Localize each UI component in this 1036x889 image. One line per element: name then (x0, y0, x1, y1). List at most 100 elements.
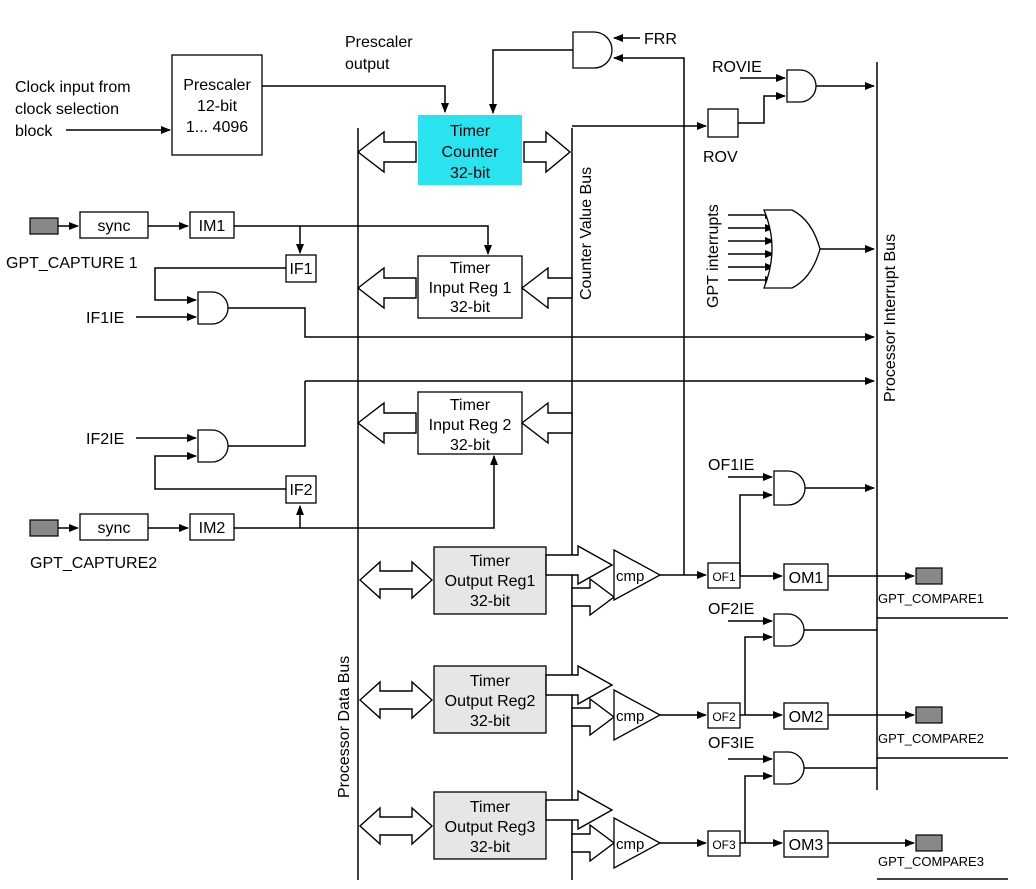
of2-box (707, 702, 741, 729)
om1-box (783, 563, 829, 591)
output-reg3-subtitle: Output Reg3 (445, 819, 536, 836)
rov-label: ROV (703, 149, 738, 166)
of3ie-label: OF3IE (708, 735, 754, 752)
prescaler-title: Prescaler (183, 77, 251, 94)
gpt-capture2-pin (29, 519, 59, 537)
gpt-capture2-label: GPT_CAPTURE2 (30, 555, 157, 572)
svg-text:Prescaler: Prescaler (345, 34, 413, 51)
cmp3-comparator (613, 816, 662, 870)
if1-and-gate (197, 291, 229, 325)
output-reg2-block (433, 665, 547, 734)
output-reg3-bidir-arrow (358, 806, 434, 846)
input-reg1-title: Timer (450, 260, 491, 277)
timer-counter-subtitle: Counter (442, 144, 500, 161)
output-reg3-block (433, 791, 547, 860)
output-reg3-to-cmp-arrow (545, 789, 614, 831)
rovie-label: ROVIE (712, 59, 762, 76)
of3-label: OF3 (712, 838, 736, 852)
output-reg1-subtitle: Output Reg1 (445, 573, 536, 590)
prescaler-output-label: Prescaler output (345, 34, 413, 73)
input-reg1-block (417, 255, 523, 319)
if2-box (285, 475, 317, 504)
of1-and-gate (773, 470, 806, 506)
of2-label: OF2 (712, 710, 736, 724)
output-reg1-to-cmp-arrow (545, 544, 614, 586)
timer-counter-bits: 32-bit (450, 165, 491, 182)
value-bus-to-cmp2-arrow (571, 697, 616, 737)
timer-counter-block (418, 115, 522, 185)
prescaler-range: 1... 4096 (186, 119, 248, 136)
counter-to-value-bus-arrow (523, 130, 572, 174)
im2-to-input-reg2 (234, 455, 498, 529)
gpt-compare1-pin (915, 567, 943, 585)
if1ie-label: IF1IE (86, 310, 124, 327)
om3-label: OM3 (789, 837, 824, 854)
sync1-box (79, 211, 149, 239)
processor-data-bus-label: Processor Data Bus (336, 656, 353, 798)
of1ie-label: OF1IE (708, 457, 754, 474)
om2-label: OM2 (789, 709, 824, 726)
if2ie-label: IF2IE (86, 431, 124, 448)
im2-box (189, 513, 235, 541)
cmp2-comparator (613, 688, 662, 742)
output-reg2-bidir-arrow (358, 680, 434, 720)
if1-label: IF1 (289, 261, 312, 278)
input-reg2-title: Timer (450, 397, 491, 414)
gpt-capture1-label: GPT_CAPTURE 1 (6, 255, 138, 272)
sync2-box (79, 513, 149, 541)
input-reg1-subtitle: Input Reg 1 (429, 280, 512, 297)
counter-to-data-bus-arrow (356, 130, 417, 174)
input-reg2-block (417, 391, 523, 455)
input-reg2-to-data-bus-arrow (356, 401, 417, 445)
input-reg2-bits: 32-bit (450, 437, 491, 454)
gpt-compare2-label: GPT_COMPARE2 (878, 731, 984, 746)
processor-interrupt-bus-label: Processor Interrupt Bus (882, 234, 899, 402)
value-bus-to-cmp3-arrow (571, 823, 616, 863)
output-reg2-to-cmp-arrow (545, 664, 614, 706)
if1-interrupt-line (228, 307, 875, 341)
svg-text:output: output (345, 56, 390, 73)
cmp1-label: cmp (616, 568, 644, 585)
output-reg1-title: Timer (470, 553, 511, 570)
svg-text:Clock input from: Clock input from (15, 79, 131, 96)
gpt-capture1-pin (29, 217, 59, 235)
gpt-compare3-label: GPT_COMPARE3 (878, 854, 984, 869)
counter-value-bus-label: Counter Value Bus (578, 167, 595, 300)
om1-label: OM1 (789, 570, 824, 587)
frr-label: FRR (644, 31, 677, 48)
om3-box (783, 830, 829, 858)
if2-label: IF2 (289, 482, 312, 499)
gpt-interrupts-or-gate (763, 209, 821, 289)
value-bus-to-cmp1-arrow (571, 577, 616, 617)
gpt-interrupts-label: GPT interrupts (705, 204, 722, 308)
output-reg3-bits: 32-bit (470, 839, 511, 856)
frr-gate-output (489, 49, 573, 114)
value-bus-to-input-reg2-arrow (520, 401, 573, 445)
input-reg1-bits: 32-bit (450, 299, 491, 316)
im2-label: IM2 (199, 520, 226, 537)
clock-input-label: Clock input from clock selection block (15, 79, 131, 140)
of2-and-gate (773, 613, 805, 647)
prescaler-bits: 12-bit (197, 98, 238, 115)
cmp2-label: cmp (616, 708, 644, 725)
timer-counter-title: Timer (450, 123, 491, 140)
gpt-compare1-label: GPT_COMPARE1 (878, 591, 984, 606)
if2-and-gate (197, 429, 229, 463)
gpt-compare3-pin (915, 834, 943, 852)
of1-label: OF1 (712, 570, 736, 584)
sync1-label: sync (98, 218, 131, 235)
cmp1-to-frr-feedback (613, 54, 685, 575)
input-reg1-to-data-bus-arrow (356, 266, 417, 310)
sync2-label: sync (98, 520, 131, 537)
gpt-interrupt-inputs (728, 211, 775, 284)
output-reg1-bits: 32-bit (470, 593, 511, 610)
if1-box (285, 254, 317, 283)
gpt-compare2-pin (915, 706, 943, 724)
im1-label: IM1 (199, 218, 226, 235)
svg-text:clock selection: clock selection (15, 101, 119, 118)
om2-box (783, 702, 829, 730)
cmp3-label: cmp (616, 836, 644, 853)
output-reg2-title: Timer (470, 673, 511, 690)
input-reg2-subtitle: Input Reg 2 (429, 417, 512, 434)
output-reg2-subtitle: Output Reg2 (445, 693, 536, 710)
